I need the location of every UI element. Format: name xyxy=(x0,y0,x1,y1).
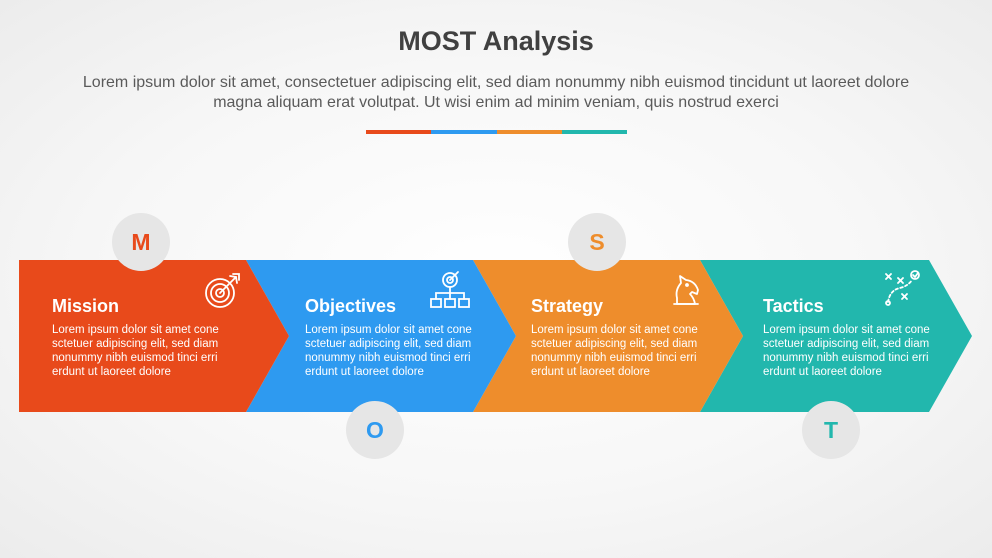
bubble-m: M xyxy=(112,213,170,271)
page-subtitle: Lorem ipsum dolor sit amet, consectetuer… xyxy=(82,74,910,111)
step-title-objectives: Objectives xyxy=(305,296,397,316)
bubble-s: S xyxy=(568,213,626,271)
divider-segment xyxy=(496,130,562,134)
step-body-mission: Lorem ipsum dolor sit amet cone sctetuer… xyxy=(52,324,219,378)
page-title: MOST Analysis xyxy=(398,26,594,56)
step-body-objectives: Lorem ipsum dolor sit amet cone sctetuer… xyxy=(305,324,472,378)
bubble-t: T xyxy=(802,401,860,459)
title-divider xyxy=(366,130,627,134)
divider-segment xyxy=(561,130,627,134)
step-title-mission: Mission xyxy=(52,296,120,316)
bubble-letter: S xyxy=(589,228,605,255)
step-body-tactics: Lorem ipsum dolor sit amet cone sctetuer… xyxy=(763,324,930,378)
step-arrow-strategy xyxy=(473,260,743,412)
bubble-o: O xyxy=(346,401,404,459)
divider-segment xyxy=(431,130,497,134)
step-arrow-objectives xyxy=(246,260,516,412)
step-title-tactics: Tactics xyxy=(763,296,824,316)
step-title-strategy: Strategy xyxy=(531,296,604,316)
target-arrow-icon xyxy=(205,273,240,308)
bubble-letter: M xyxy=(131,228,151,255)
play-diagram-icon xyxy=(885,270,920,306)
target-hierarchy-icon xyxy=(430,271,470,308)
bubble-letter: O xyxy=(366,416,384,443)
bubble-letter: T xyxy=(823,416,839,443)
chess-knight-icon xyxy=(673,275,699,305)
step-body-strategy: Lorem ipsum dolor sit amet cone sctetuer… xyxy=(531,324,698,378)
step-arrow-mission xyxy=(19,260,289,412)
divider-segment xyxy=(366,130,432,134)
